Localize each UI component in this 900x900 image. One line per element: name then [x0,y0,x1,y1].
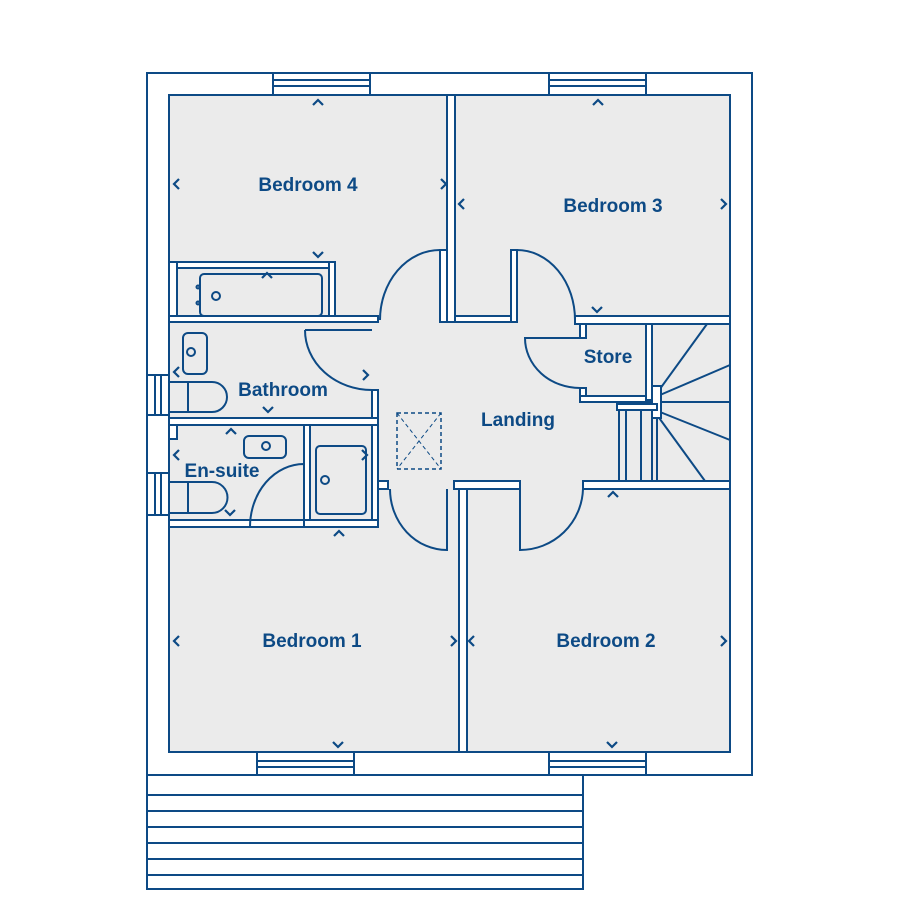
door-bedroom2 [519,488,584,552]
windows [146,72,647,776]
skylight [396,412,442,470]
door-bathroom [304,329,373,391]
doors [249,249,584,552]
room-label-bedroom-1: Bedroom 1 [262,631,362,652]
bathroom-toilet [170,381,228,413]
staircase [616,323,731,482]
room-label-store: Store [584,347,633,368]
room-label-bedroom-4: Bedroom 4 [258,175,358,196]
dimension-markers [172,98,728,749]
room-label-bathroom: Bathroom [238,380,328,401]
room-label-bedroom-2: Bedroom 2 [556,631,655,652]
door-bedroom3 [516,249,576,321]
door-store [523,337,581,389]
room-label-landing: Landing [481,410,555,431]
bath [199,273,323,317]
shower-tray [315,445,367,515]
ensuite-toilet [170,481,229,514]
door-bedroom4 [379,249,441,321]
door-bedroom1 [389,488,448,552]
ensuite-basin [243,435,287,459]
room-label-bedroom-3: Bedroom 3 [563,196,662,217]
terrace [146,774,584,890]
room-label-ensuite: En-suite [185,461,260,482]
fixtures [170,273,442,515]
door-ensuite [249,463,305,528]
internal-walls [168,94,731,753]
